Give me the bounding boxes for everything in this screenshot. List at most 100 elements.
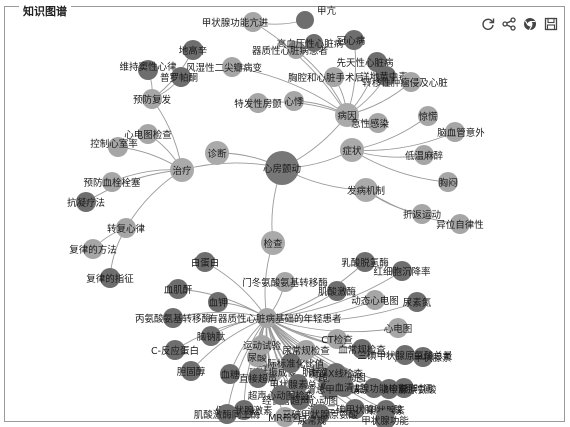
graph-node-n-ckmb[interactable]: 肌酸激酶同工酶 bbox=[194, 404, 261, 424]
graph-node-n-gold[interactable]: 超声心动图检查 bbox=[248, 385, 315, 405]
node-circle[interactable] bbox=[324, 67, 344, 87]
node-circle[interactable] bbox=[205, 141, 229, 165]
refresh-icon[interactable] bbox=[480, 16, 495, 31]
node-circle[interactable] bbox=[327, 281, 347, 301]
node-circle[interactable] bbox=[352, 339, 372, 359]
graph-node-n-protein[interactable]: 白蛋白 bbox=[191, 252, 220, 272]
graph-node-cat-mech[interactable]: 发病机制 bbox=[347, 178, 385, 202]
graph-node-n-hypertensive[interactable]: 高血压性心脏病 bbox=[277, 34, 344, 52]
node-circle[interactable] bbox=[168, 279, 188, 299]
node-circle[interactable] bbox=[334, 377, 354, 397]
node-circle[interactable] bbox=[102, 172, 122, 192]
node-circle[interactable] bbox=[438, 172, 458, 192]
graph-node-n-prevent-embolism[interactable]: 预防血栓栓塞 bbox=[83, 172, 141, 192]
graph-node-n-chest-xray[interactable]: 胸部X线检查 bbox=[309, 363, 364, 383]
graph-node-n-dynamic[interactable]: 动态心电图 bbox=[351, 290, 399, 310]
node-circle[interactable] bbox=[368, 113, 388, 133]
node-circle[interactable] bbox=[208, 292, 228, 312]
graph-node-n-control-rate[interactable]: 控制心室率 bbox=[90, 137, 138, 157]
node-circle[interactable] bbox=[138, 60, 158, 80]
graph-node-n-tt[interactable]: 三碘甲状腺原氨酸总量 bbox=[357, 345, 453, 365]
graph-node-n-inr[interactable]: 国际标准化比值 bbox=[258, 353, 325, 373]
node-circle[interactable] bbox=[354, 178, 378, 202]
node-circle[interactable] bbox=[220, 364, 240, 384]
node-circle[interactable] bbox=[450, 214, 470, 234]
graph-node-n-uric[interactable]: 尿常规检查 bbox=[282, 340, 330, 360]
node-circle[interactable] bbox=[281, 353, 301, 373]
node-circle[interactable] bbox=[171, 67, 191, 87]
graph-node-n-anticoag[interactable]: 抗凝疗法 bbox=[67, 192, 105, 212]
node-circle[interactable] bbox=[335, 103, 359, 127]
node-circle[interactable] bbox=[222, 57, 242, 77]
node-circle[interactable] bbox=[100, 268, 120, 288]
graph-node-n-coronary[interactable]: 冠心病 bbox=[337, 30, 366, 50]
graph-node-n-uc[interactable]: 尿常规 bbox=[298, 415, 327, 427]
node-circle[interactable] bbox=[413, 347, 433, 367]
graph-node-n-thyroid[interactable]: 甲状腺功能检查 bbox=[341, 378, 408, 398]
node-circle[interactable] bbox=[290, 390, 310, 410]
graph-node-n-bnp2[interactable]: 脑钠肽 bbox=[197, 326, 226, 346]
node-circle[interactable] bbox=[355, 252, 375, 272]
node-circle[interactable] bbox=[183, 40, 203, 60]
node-circle[interactable] bbox=[418, 106, 438, 126]
node-circle[interactable] bbox=[138, 124, 158, 144]
node-circle[interactable] bbox=[376, 66, 396, 86]
graph-node-cat-symptom[interactable]: 症状 bbox=[340, 138, 364, 162]
graph-node-n-keep-rhythm[interactable]: 维持窦性心律 bbox=[119, 60, 177, 80]
graph-node-n-ldh[interactable]: 乳酸脱氢酶 bbox=[341, 252, 389, 272]
node-circle[interactable] bbox=[165, 340, 185, 360]
graph-node-cat-cause[interactable]: 病因 bbox=[335, 103, 359, 127]
graph-node-n-digoxin[interactable]: 地高辛 bbox=[179, 40, 208, 60]
graph-node-n-metastatic[interactable]: 转移性肿瘤侵及心脏 bbox=[362, 72, 448, 92]
node-circle[interactable] bbox=[170, 158, 194, 182]
node-circle[interactable] bbox=[340, 138, 364, 162]
node-circle[interactable] bbox=[305, 34, 323, 52]
node-circle[interactable] bbox=[248, 93, 268, 113]
graph-node-n-cholest[interactable]: 胆固醇 bbox=[177, 361, 206, 381]
graph-node-n-after-surgery[interactable]: 胸腔和心脏手术后 bbox=[288, 67, 365, 87]
graph-node-n-propranolol[interactable]: 普罗帕酮 bbox=[160, 67, 198, 87]
node-circle[interactable] bbox=[261, 231, 285, 255]
node-circle[interactable] bbox=[257, 308, 277, 328]
node-circle[interactable] bbox=[181, 361, 201, 381]
node-circle[interactable] bbox=[401, 72, 421, 92]
node-circle[interactable] bbox=[83, 239, 103, 259]
node-circle[interactable] bbox=[116, 218, 136, 238]
node-circle[interactable] bbox=[345, 399, 365, 419]
graph-node-cat-diag[interactable]: 诊断 bbox=[205, 141, 229, 165]
node-circle[interactable] bbox=[248, 368, 268, 388]
node-circle[interactable] bbox=[445, 122, 465, 142]
node-circle[interactable] bbox=[142, 89, 162, 109]
graph-node-n-chest[interactable]: 胸闷 bbox=[438, 172, 458, 192]
node-circle[interactable] bbox=[284, 91, 304, 111]
node-circle[interactable] bbox=[217, 404, 237, 424]
node-circle[interactable] bbox=[296, 340, 316, 360]
save-icon[interactable] bbox=[543, 16, 558, 31]
graph-node-n-blood-k[interactable]: 血钾 bbox=[208, 292, 228, 312]
node-circle[interactable] bbox=[234, 400, 254, 420]
graph-node-n-crp[interactable]: C-反应蛋白 bbox=[151, 340, 199, 360]
graph-node-n-urea[interactable]: 尿素氮 bbox=[403, 292, 432, 312]
node-circle[interactable] bbox=[311, 362, 331, 382]
graph-node-n-ft[interactable]: 甲状腺功能 bbox=[361, 410, 409, 427]
node-circle[interactable] bbox=[412, 204, 432, 224]
graph-node-n-drinking[interactable]: 洋地黄中毒 bbox=[360, 66, 408, 86]
graph-node-n-mr[interactable]: MR检查 bbox=[268, 407, 302, 427]
node-circle[interactable] bbox=[296, 11, 314, 29]
node-circle[interactable] bbox=[327, 329, 347, 349]
node-circle[interactable] bbox=[163, 308, 183, 328]
graph-node-n-ct[interactable]: CT检查 bbox=[321, 329, 353, 349]
node-circle[interactable] bbox=[243, 12, 263, 32]
graph-node-n-hyperthyroid[interactable]: 甲亢 bbox=[296, 5, 337, 29]
graph-node-n-ectopic[interactable]: 异位自律性 bbox=[436, 214, 484, 234]
node-circle[interactable] bbox=[407, 292, 427, 312]
graph-node-cat-treat[interactable]: 治疗 bbox=[170, 158, 194, 182]
graph-node-n-fatigue[interactable]: 惊慌 bbox=[418, 106, 438, 126]
node-circle[interactable] bbox=[195, 252, 215, 272]
graph-node-n-organic[interactable]: 有器质性心脏病基础的年轻患者 bbox=[208, 308, 342, 328]
graph-node-n-rheum[interactable]: 风湿性二尖瓣病变 bbox=[186, 57, 263, 77]
node-circle[interactable] bbox=[108, 137, 128, 157]
graph-node-n-emotion[interactable]: 心悸 bbox=[284, 91, 304, 111]
graph-node-n-serum[interactable]: 血清 bbox=[334, 377, 354, 397]
graph-node-n-recur[interactable]: 预防复发 bbox=[133, 89, 172, 109]
